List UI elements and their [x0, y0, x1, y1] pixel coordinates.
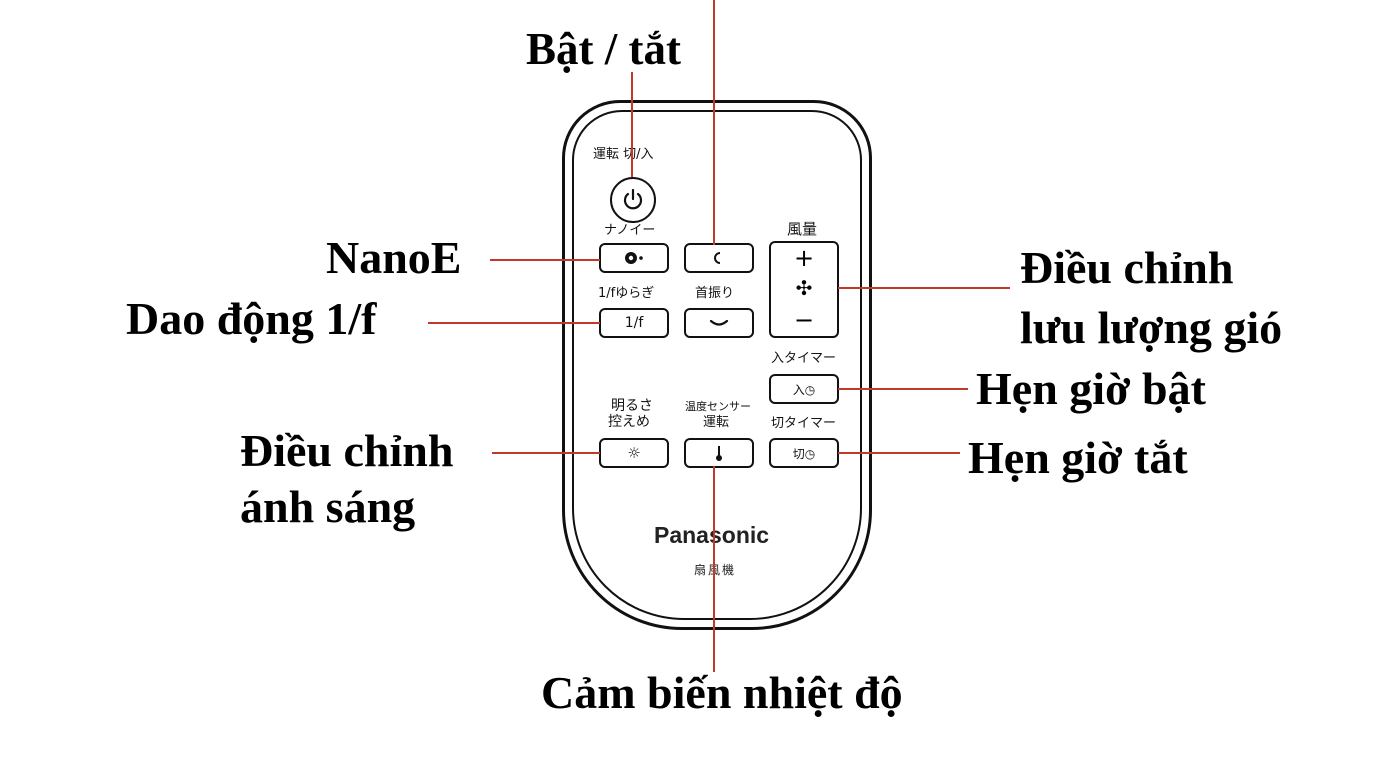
swing-button[interactable]: [684, 308, 754, 338]
callout-light-line2: ánh sáng: [240, 481, 416, 532]
remote-outline: [562, 100, 872, 630]
rhythm-button[interactable]: 1/f: [599, 308, 669, 338]
callout-sensor: Cảm biến nhiệt độ: [541, 667, 903, 718]
fan-plus-button[interactable]: +: [793, 244, 815, 272]
fan-icon: ✣: [795, 276, 813, 300]
nanoe-button[interactable]: [599, 243, 669, 273]
brightness-label-line1: 明るさ: [611, 398, 653, 414]
callout-fan-line1: Điều chỉnh: [1020, 242, 1234, 293]
callout-power: Bật / tắt: [526, 24, 681, 74]
sun-icon: ☼: [627, 444, 641, 462]
off-timer-label: 切タイマー: [771, 416, 837, 431]
brightness-button[interactable]: ☼: [599, 438, 669, 468]
on-timer-button[interactable]: 入◷: [769, 374, 839, 404]
sensor-label-line2: 運転: [703, 415, 730, 430]
callout-fan-line2: lưu lượng gió: [1020, 302, 1283, 353]
callout-nanoe: NanoE: [326, 232, 462, 283]
power-label: 運転 切/入: [593, 147, 654, 162]
brand-logo: Panasonic: [654, 522, 770, 548]
leader-line-fan: [838, 287, 1010, 289]
sensor-label-line1: 温度センサー: [685, 400, 751, 413]
fan-minus-button[interactable]: −: [793, 306, 815, 334]
model-label: 扇風機: [694, 563, 737, 577]
brightness-label-line2: 控えめ: [608, 414, 650, 430]
sleep-button[interactable]: [684, 243, 754, 273]
nanoe-icon: [625, 252, 643, 264]
leader-line-sensor: [713, 466, 715, 672]
leader-line-nanoe: [490, 259, 600, 261]
leader-line-light: [492, 452, 600, 454]
leader-line-off-timer: [838, 452, 960, 454]
on-timer-label: 入タイマー: [771, 351, 837, 366]
leader-line-sleep: [713, 0, 715, 245]
fan-label: 風量: [787, 220, 818, 238]
power-button[interactable]: [610, 177, 656, 223]
leader-line-power: [631, 72, 633, 177]
callout-rhythm: Dao động 1/f: [126, 293, 377, 344]
callout-off-timer: Hẹn giờ tắt: [968, 432, 1188, 483]
swing-icon: [709, 319, 729, 326]
nanoe-label: ナノイー: [604, 223, 656, 238]
swing-label: 首振り: [695, 286, 735, 301]
thermometer-icon: [716, 446, 722, 461]
leader-line-on-timer: [838, 388, 968, 390]
fan-speed-pad[interactable]: + ✣ −: [769, 241, 839, 338]
off-timer-button[interactable]: 切◷: [769, 438, 839, 468]
leader-line-rhythm: [428, 322, 600, 324]
rhythm-label: 1/fゆらぎ: [598, 286, 655, 301]
sensor-button[interactable]: [684, 438, 754, 468]
crescent-icon: [714, 252, 721, 264]
remote-inner-outline: [572, 110, 862, 620]
callout-light-line1: Điều chỉnh: [240, 425, 454, 476]
power-icon: [623, 188, 643, 210]
callout-on-timer: Hẹn giờ bật: [976, 363, 1206, 414]
